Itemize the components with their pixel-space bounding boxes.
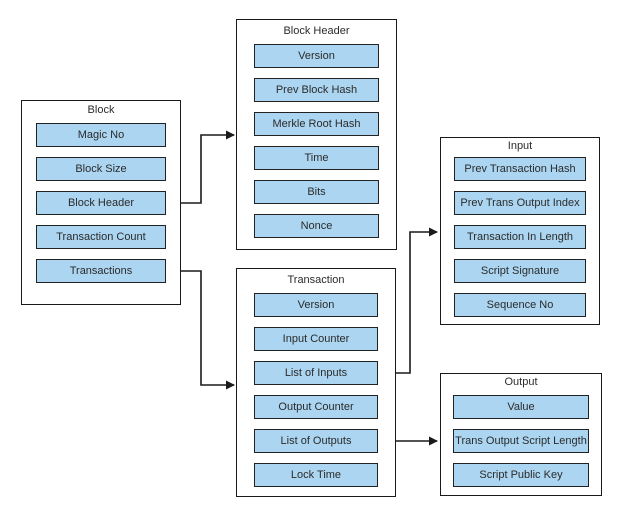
field-prev-trans-output-index: Prev Trans Output Index — [454, 191, 586, 215]
container-output-items: Value Trans Output Script Length Script … — [441, 395, 601, 487]
field-bh-version: Version — [254, 44, 379, 68]
container-input-title: Input — [507, 140, 533, 152]
field-prev-transaction-hash: Prev Transaction Hash — [454, 157, 586, 181]
container-block-title: Block — [87, 104, 115, 116]
field-transaction-in-length: Transaction In Length — [454, 225, 586, 249]
field-bits: Bits — [254, 180, 379, 204]
container-input: Input Prev Transaction Hash Prev Trans O… — [440, 137, 600, 325]
field-time: Time — [254, 146, 379, 170]
field-script-signature: Script Signature — [454, 259, 586, 283]
field-block-header: Block Header — [36, 191, 166, 215]
container-block-header-items: Version Prev Block Hash Merkle Root Hash… — [237, 44, 396, 238]
field-transaction-count: Transaction Count — [36, 225, 166, 249]
field-tx-version: Version — [254, 293, 378, 317]
field-transactions: Transactions — [36, 259, 166, 283]
container-block-header: Block Header Version Prev Block Hash Mer… — [236, 19, 397, 250]
container-transaction-title: Transaction — [287, 274, 345, 286]
field-merkle-root-hash: Merkle Root Hash — [254, 112, 379, 136]
field-output-counter: Output Counter — [254, 395, 378, 419]
container-transaction: Transaction Version Input Counter List o… — [236, 268, 396, 497]
container-output: Output Value Trans Output Script Length … — [440, 373, 602, 496]
field-block-size: Block Size — [36, 157, 166, 181]
field-prev-block-hash: Prev Block Hash — [254, 78, 379, 102]
container-block: Block Magic No Block Size Block Header T… — [21, 100, 181, 305]
field-list-of-inputs: List of Inputs — [254, 361, 378, 385]
field-sequence-no: Sequence No — [454, 293, 586, 317]
container-output-title: Output — [504, 376, 538, 388]
field-lock-time: Lock Time — [254, 463, 378, 487]
container-block-items: Magic No Block Size Block Header Transac… — [22, 123, 180, 283]
field-magic-no: Magic No — [36, 123, 166, 147]
field-trans-output-script-length: Trans Output Script Length — [453, 429, 589, 453]
field-script-public-key: Script Public Key — [453, 463, 589, 487]
field-input-counter: Input Counter — [254, 327, 378, 351]
field-list-of-outputs: List of Outputs — [254, 429, 378, 453]
container-block-header-title: Block Header — [283, 25, 350, 37]
container-transaction-items: Version Input Counter List of Inputs Out… — [237, 293, 395, 487]
field-nonce: Nonce — [254, 214, 379, 238]
field-value: Value — [453, 395, 589, 419]
container-input-items: Prev Transaction Hash Prev Trans Output … — [441, 157, 599, 317]
